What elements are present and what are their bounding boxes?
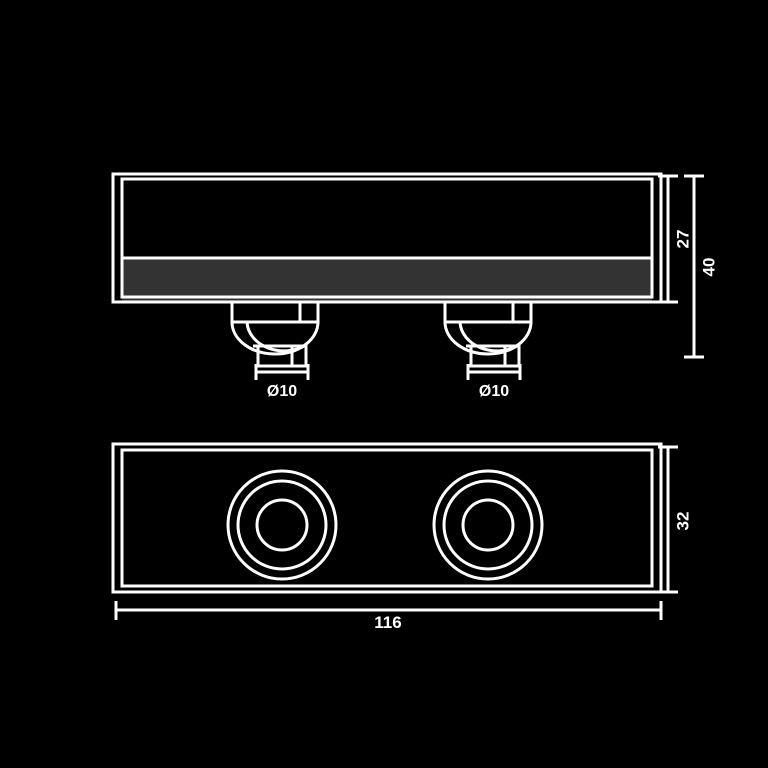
bore-left-mid-circle: [236, 479, 328, 571]
bore-left-inner-circle: [255, 498, 309, 552]
dim-27-label: 27: [673, 230, 692, 249]
front-body-outline: [111, 172, 663, 304]
dim-40-label: 40: [699, 258, 718, 277]
dim-32-label: 32: [673, 512, 692, 531]
lamp-left: [230, 300, 320, 368]
lamp-right: [443, 300, 533, 368]
dim-d10-left-label: Ø10: [267, 383, 297, 400]
lamp-right-reflector-inner: [458, 321, 520, 353]
dimension-diameter-left: Ø10: [254, 364, 310, 400]
dimension-diameter-right: Ø10: [466, 364, 522, 400]
lamp-left-reflector-inner: [245, 321, 307, 353]
bottom-body-inner-outline: [120, 448, 654, 588]
bore-right: [432, 469, 544, 581]
bottom-body-outline: [111, 442, 663, 594]
bore-right-mid-circle: [442, 479, 534, 571]
bottom-plan-view: [111, 442, 663, 594]
dimension-height-27: 27: [658, 174, 692, 304]
dimension-depth-32: 32: [658, 445, 692, 594]
dimension-height-40: 40: [684, 174, 718, 359]
lamp-left-socket: [256, 344, 308, 368]
bore-right-inner-circle: [461, 498, 515, 552]
dimension-width-116: 116: [114, 601, 663, 632]
lamp-right-reflector: [443, 321, 533, 356]
front-body-inner-outline: [120, 177, 654, 299]
bore-left: [226, 469, 338, 581]
front-elevation-view: [111, 172, 663, 368]
bore-right-outer-circle: [432, 469, 544, 581]
dim-116-label: 116: [374, 613, 401, 632]
lamp-right-socket: [469, 344, 521, 368]
lamp-right-collar: [443, 300, 533, 324]
diffuser-band: [122, 259, 652, 301]
dim-d10-right-label: Ø10: [479, 383, 509, 400]
lamp-left-collar: [230, 300, 320, 324]
lamp-left-reflector: [230, 321, 320, 356]
bore-left-outer-circle: [226, 469, 338, 581]
